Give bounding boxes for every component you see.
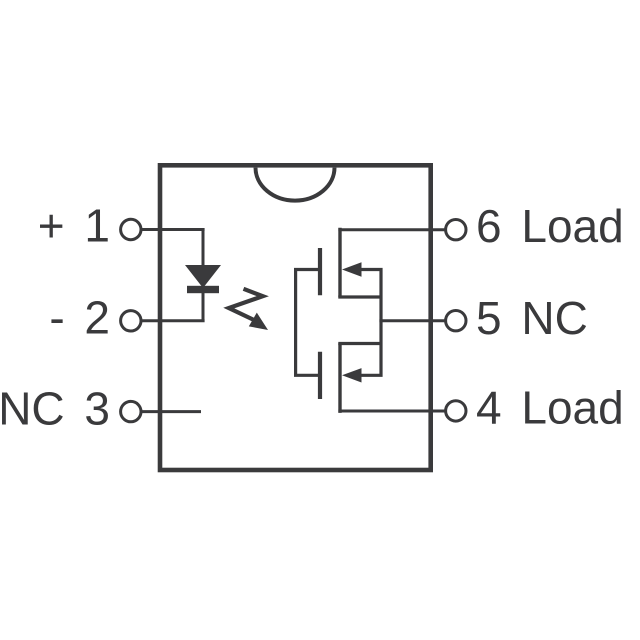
pin-6-label: 6 Load xyxy=(476,200,624,252)
led-symbol xyxy=(185,229,221,321)
led-anode-triangle xyxy=(185,265,221,288)
pin-6-terminal xyxy=(444,218,468,242)
light-arrow-head xyxy=(248,312,268,330)
mosfet-body-junction-wire xyxy=(360,267,383,377)
light-emission-arrow-icon xyxy=(223,286,269,330)
pin-1-terminal xyxy=(119,217,143,242)
pin-4-label: 4 Load xyxy=(476,382,624,434)
pin-2-terminal xyxy=(119,309,143,333)
pin-4-terminal xyxy=(444,399,468,423)
pin-1-label: + 1 xyxy=(38,200,110,252)
package-outline xyxy=(157,163,434,473)
dual-mosfet-output xyxy=(294,227,383,413)
mosfet-gate-bus xyxy=(294,267,320,377)
pin-3-terminal xyxy=(119,399,143,424)
mosfet-top-body-arrow xyxy=(342,262,362,277)
light-arrow-zigzag xyxy=(223,286,269,322)
mosfet-bottom-body-arrow xyxy=(342,368,362,383)
led-cathode-bar xyxy=(187,285,219,294)
pin-5-terminal xyxy=(444,309,468,333)
pin-5-label: 5 NC xyxy=(476,292,588,344)
pin-3-label: NC 3 xyxy=(0,383,110,435)
pin-2-label: - 2 xyxy=(49,292,110,344)
package-index-notch xyxy=(253,167,337,203)
